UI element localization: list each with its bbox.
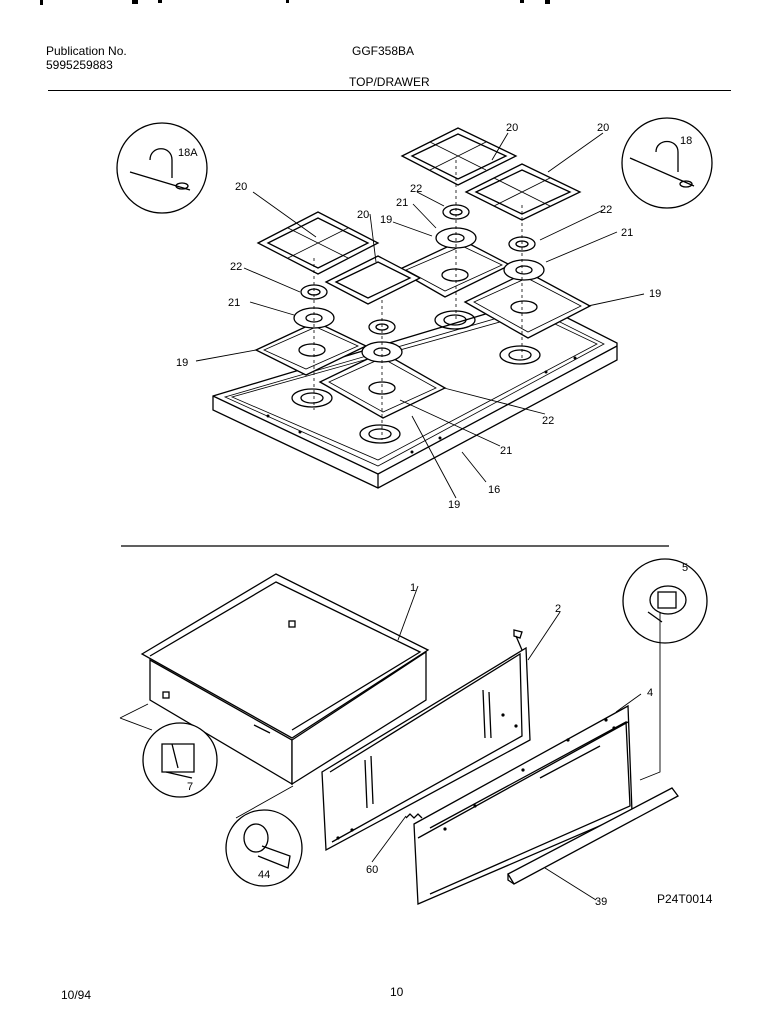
- callout-22-right: 22: [600, 204, 612, 216]
- callout-19-front: 19: [448, 499, 460, 511]
- grate-20-left: [256, 211, 380, 275]
- callout-21-left: 21: [228, 297, 240, 309]
- header-rule: [48, 90, 731, 91]
- callout-5: 5: [682, 562, 688, 574]
- callout-44: 44: [258, 869, 270, 881]
- publication-number: 5995259883: [46, 58, 113, 72]
- callout-1: 1: [410, 582, 416, 594]
- grate-20-right-rear: [400, 127, 518, 186]
- callout-18: 18: [680, 135, 692, 147]
- callout-22-front: 22: [542, 415, 554, 427]
- drawer-body-1: [140, 573, 430, 739]
- callout-16: 16: [488, 484, 500, 496]
- spring-60: [405, 813, 423, 819]
- page-number: 10: [390, 985, 404, 999]
- callout-19-left: 19: [176, 357, 188, 369]
- callout-2: 2: [555, 603, 561, 615]
- leader-lines: [119, 132, 661, 901]
- callout-39: 39: [595, 896, 607, 908]
- drawer-panel-2: [321, 646, 531, 852]
- footer-date: 10/94: [61, 988, 92, 1002]
- callout-20-left: 20: [235, 181, 247, 193]
- inset-18a: [116, 122, 208, 214]
- callout-20-right-rear: 20: [506, 122, 518, 134]
- inset-7: [142, 722, 218, 798]
- grate-20-center: [324, 255, 422, 305]
- handle-39: [507, 787, 679, 885]
- callout-18a: 18A: [178, 147, 198, 159]
- burner-cap-21-d: [503, 259, 545, 281]
- model-number: GGF358BA: [352, 44, 415, 58]
- callout-labels: 18A 18 20 20 20 20 22 22 22 22 21 21 21 …: [176, 122, 692, 908]
- cooktop-assembly: [212, 127, 618, 489]
- callout-19-right: 19: [649, 288, 661, 300]
- callout-21-rear: 21: [396, 197, 408, 209]
- callout-21-front: 21: [500, 445, 512, 457]
- inset-5: [622, 558, 708, 644]
- figure-code: P24T0014: [657, 892, 713, 906]
- callout-7: 7: [187, 781, 193, 793]
- publication-label: Publication No.: [46, 44, 127, 58]
- inset-18: [621, 117, 713, 209]
- callout-60: 60: [366, 864, 378, 876]
- callout-20-center: 20: [357, 209, 369, 221]
- grate-20-right-front: [464, 163, 582, 221]
- callout-19-rear: 19: [380, 214, 392, 226]
- section-title: TOP/DRAWER: [349, 75, 430, 89]
- callout-22-left: 22: [230, 261, 242, 273]
- scan-artifact-marks: [40, 0, 550, 5]
- callout-4: 4: [647, 687, 653, 699]
- inset-44: [225, 809, 303, 887]
- callout-21-right: 21: [621, 227, 633, 239]
- callout-20-right-front: 20: [597, 122, 609, 134]
- callout-22-rear: 22: [410, 183, 422, 195]
- drawer-assembly: [140, 573, 679, 905]
